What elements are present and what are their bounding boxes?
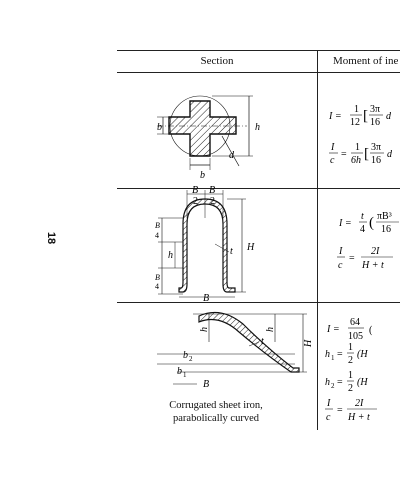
hat-shape [178,198,236,293]
label-two-right: 2 [210,196,215,207]
f3-sub: 2 [331,382,335,390]
properties-table: Section Moment of ine b b h d I [117,50,400,430]
header-section: Section [200,55,234,67]
row-divider-1 [117,188,400,189]
f1-tail: ( [369,325,373,336]
f1-den: 4 [360,224,365,235]
f2-sub: 1 [331,354,335,362]
f1-num: t [361,211,364,222]
row-divider-2 [117,302,400,303]
f2-lhs-num: I [338,246,343,257]
label-h: h [168,250,173,261]
table-top-rule [117,50,400,51]
f2-den: 2 [348,355,353,366]
label-H: H [303,339,314,348]
f1-inner-num: πB³ [377,211,392,222]
caption-corrugated: Corrugated sheet iron, parabolically cur… [131,399,301,425]
f4-lhs-num: I [326,398,331,409]
label-b1-sub: 1 [183,371,187,379]
f2-lhs-num: I [330,142,335,153]
f2-lhs-den: c [330,155,335,166]
label-four-bottom: 4 [155,282,159,291]
label-B-bottom: B [203,293,209,304]
header-rule [117,72,400,73]
label-b-bottom: b [200,170,205,181]
f3-den: 2 [348,383,353,394]
label-two-left: 2 [193,196,198,207]
f3-lhs: h [325,377,330,388]
f2-eq: = [337,349,343,360]
f1-inner-den: 16 [381,224,391,235]
corrugated-shape [198,311,300,373]
f1-inner-den: 16 [370,117,380,128]
header-moment: Moment of ine [333,55,399,67]
f2-lhs-den: c [338,260,343,271]
f1-inner-num: 3π [370,104,380,115]
f3-num: 1 [348,370,353,381]
f2-num: 1 [355,142,360,153]
f2-lhs: h [325,349,330,360]
f1-num: 64 [350,317,360,328]
f3-eq: = [337,377,343,388]
label-b2: b [183,350,188,361]
f1-den: 12 [350,117,360,128]
f4-eq: = [337,405,343,416]
label-t: t [261,336,264,347]
caption-line-1: Corrugated sheet iron, [169,400,263,411]
label-H: H [246,242,255,253]
f4-den: H + t [347,412,370,423]
f2-num: 1 [348,342,353,353]
label-h: h [255,122,260,133]
f1-den: 105 [348,331,363,342]
label-B-quarter-bottom: B [155,273,160,282]
f2-den: 6h [351,155,361,166]
label-B: B [203,379,209,390]
row2-formulas: I = t 4 ( πB³ 16 I c = 2I H + t [337,211,399,271]
label-b-left: b [157,122,162,133]
f2-tail: d [387,149,393,160]
label-d: d [229,150,235,161]
f2-eq: = [341,149,347,160]
label-h1: h [265,327,276,332]
row1-formulas: I = 1 12 [ 3π 16 d I c = 1 6h [ 3π 16 d [328,104,393,166]
page-number: 18 [45,231,57,245]
f4-num: 2I [355,398,364,409]
f2-num: 2I [371,246,380,257]
label-b2-sub: 2 [189,355,193,363]
hat-section-figure: B 2 B 2 B 4 h B 4 H B t [155,185,255,304]
label-B-quarter-top: B [155,221,160,230]
label-t: t [230,246,233,257]
svg-text:[: [ [364,146,369,162]
corrugated-section-figure: h h H t b 2 b 1 B [157,311,314,390]
cross-section-figure: b b h d [157,95,260,181]
f2-den: H + t [361,260,384,271]
label-B-half-left: B [192,185,198,196]
label-B-half-right: B [209,185,215,196]
f1-lhs: I = [338,218,352,229]
svg-text:(: ( [369,215,374,231]
caption-line-2: parabolically curved [173,413,259,424]
f1-tail: d [386,111,392,122]
f3-tail: (H [357,377,368,388]
f2-inner-den: 16 [371,155,381,166]
f2-inner-num: 3π [371,142,381,153]
label-h2: h [199,327,210,332]
row3-formulas: I = 64 105 ( h 1 = 1 2 (H h 2 = 1 2 (H I… [325,317,377,423]
f2-eq: = [349,253,355,264]
label-four-top: 4 [155,231,159,240]
f1-num: 1 [354,104,359,115]
f2-tail: (H [357,349,368,360]
f1-lhs: I = [328,111,342,122]
column-divider [317,50,318,430]
svg-text:[: [ [363,108,368,124]
label-b1: b [177,366,182,377]
f4-lhs-den: c [326,412,331,423]
f1-lhs: I = [326,324,340,335]
